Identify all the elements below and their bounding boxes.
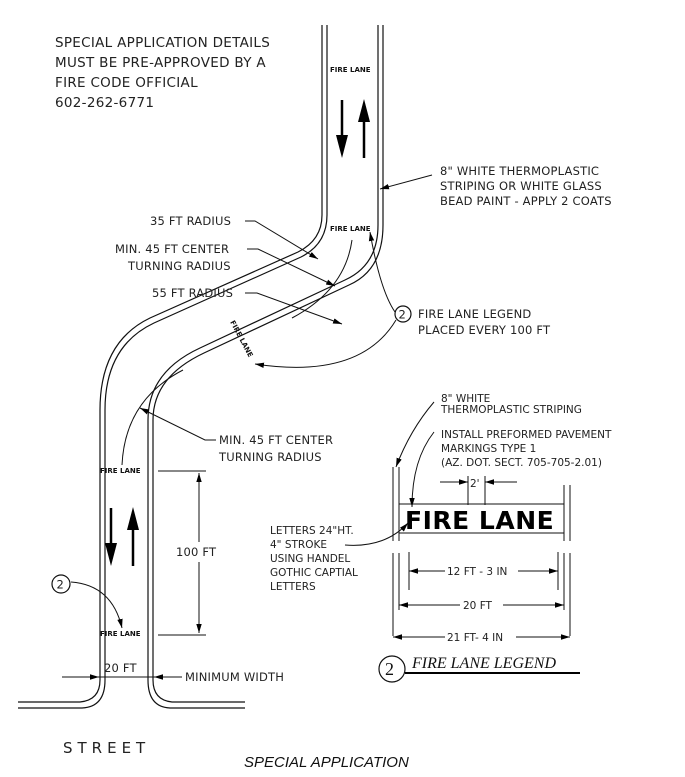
callout-number: 2 [399, 308, 407, 322]
preformed-line-2: MARKINGS TYPE 1 [441, 443, 536, 455]
approval-line-2: MUST BE PRE-APPROVED BY A [55, 55, 266, 71]
center-radius-top-line-2: TURNING RADIUS [127, 259, 231, 273]
radius-35-label: 35 FT RADIUS [150, 214, 319, 260]
fire-lane-marking-2: FIRE LANE [330, 225, 371, 233]
dim-inner-width: 20 FT [463, 600, 493, 612]
spacing-dimension: 100 FT [158, 470, 217, 636]
callout-number-circle [394, 305, 412, 323]
dim-text-width: 12 FT - 3 IN [447, 566, 507, 578]
min-width-value: 20 FT [104, 661, 138, 675]
letters-line-3: USING HANDEL [270, 553, 350, 565]
center-radius-bottom-label: MIN. 45 FT CENTER TURNING RADIUS [139, 407, 333, 464]
letters-line-2: 4" STROKE [270, 539, 327, 551]
striping-line-2: STRIPING OR WHITE GLASS [440, 179, 602, 193]
road-callout-number: 2 [57, 578, 65, 592]
legend-fire-lane-text: FIRE LANE [405, 506, 554, 535]
letters-line-4: GOTHIC CAPTIAL [270, 567, 358, 579]
letter-gap-text: 2' [470, 478, 480, 490]
radius-55-label: 55 FT RADIUS [152, 286, 343, 325]
fire-lane-marking-1: FIRE LANE [330, 66, 371, 74]
letters-note: LETTERS 24"HT. 4" STROKE USING HANDEL GO… [270, 522, 409, 593]
min-width-label: MINIMUM WIDTH [185, 670, 284, 684]
legend-detail: 8" WHITE THERMOPLASTIC STRIPING INSTALL … [378, 393, 612, 683]
center-radius-top-line-1: MIN. 45 FT CENTER [115, 242, 229, 256]
legend-callout-line-2: PLACED EVERY 100 FT [418, 323, 551, 337]
striping-leader [379, 174, 433, 190]
road-right-curb [147, 25, 384, 709]
center-radius-bottom-line-2: TURNING RADIUS [218, 450, 322, 464]
striping-line-1: 8" WHITE THERMOPLASTIC [440, 164, 599, 178]
min-width-dimension: 20 FT MINIMUM WIDTH [62, 661, 284, 684]
dim-outer-width: 21 FT- 4 IN [447, 632, 503, 644]
traffic-arrows-bottom [105, 507, 139, 566]
legend-callout-line-1: FIRE LANE LEGEND [418, 307, 532, 321]
letters-line-5: LETTERS [270, 581, 316, 593]
approval-note: SPECIAL APPLICATION DETAILS MUST BE PRE-… [55, 35, 270, 111]
striping-note: 8" WHITE THERMOPLASTIC STRIPING OR WHITE… [379, 164, 612, 208]
road-left-curb [18, 25, 328, 709]
fire-lane-marking-5: FIRE LANE [100, 630, 141, 638]
diagram-caption: SPECIAL APPLICATION [244, 754, 409, 771]
legend-callout: 2 FIRE LANE LEGEND PLACED EVERY 100 FT [254, 231, 551, 369]
center-radius-bottom-line-1: MIN. 45 FT CENTER [219, 433, 333, 447]
center-turn-arc-bottom [121, 369, 184, 466]
center-radius-top-label: MIN. 45 FT CENTER TURNING RADIUS [115, 242, 336, 287]
preformed-line-1: INSTALL PREFORMED PAVEMENT [441, 429, 612, 441]
center-turn-arc-top [291, 239, 353, 319]
spacing-text: 100 FT [176, 545, 217, 559]
fire-lane-marking-4: FIRE LANE [100, 467, 141, 475]
street-label: STREET [63, 739, 150, 757]
legend-striping-line-1: 8" WHITE [441, 393, 490, 405]
road-callout: 2 [51, 574, 123, 629]
legend-title: FIRE LANE LEGEND [411, 655, 556, 672]
legend-title-number: 2 [385, 659, 394, 679]
approval-phone: 602-262-6771 [55, 95, 154, 111]
preformed-line-3: (AZ. DOT. SECT. 705-705-2.01) [441, 457, 602, 469]
radius-35-text: 35 FT RADIUS [150, 214, 231, 228]
fire-lane-marking-3: FIRE LANE [228, 319, 254, 359]
traffic-arrows-top [336, 99, 370, 158]
approval-line-1: SPECIAL APPLICATION DETAILS [55, 35, 270, 51]
radius-55-text: 55 FT RADIUS [152, 286, 233, 300]
legend-striping-line-2: THERMOPLASTIC STRIPING [440, 404, 582, 416]
striping-line-3: BEAD PAINT - APPLY 2 COATS [440, 194, 612, 208]
letters-line-1: LETTERS 24"HT. [270, 525, 354, 537]
approval-line-3: FIRE CODE OFFICIAL [55, 75, 198, 91]
